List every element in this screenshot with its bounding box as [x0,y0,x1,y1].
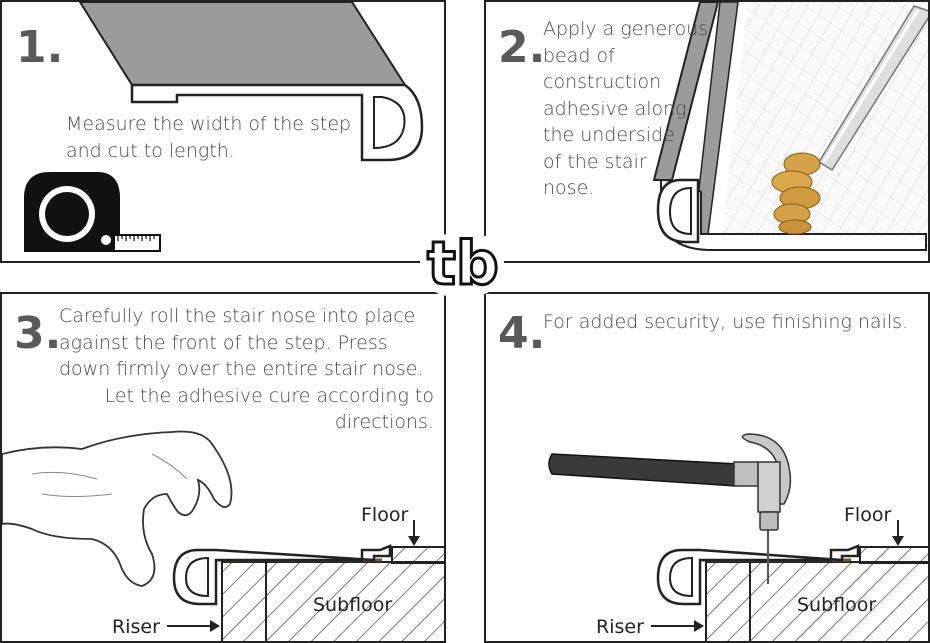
stair-cross-section-drawing [172,544,444,641]
riser-arrow-icon [651,620,704,632]
adhesive-tube-icon [817,5,928,172]
step-4-instructions: For added security, use finishing nails. [543,309,908,336]
riser-label: Riser [596,616,644,638]
riser-label: Riser [112,616,160,638]
step-3-instructions: Carefully roll the stair nose into place… [59,303,434,436]
riser-arrow-icon [167,620,220,632]
step-1-panel: 1. Measure the width of the step and cut… [0,0,446,263]
floor-arrow-icon [892,520,904,546]
instruction-line: Apply a generous [543,18,709,40]
step-number: 1. [16,22,64,73]
instruction-line: directions. [334,411,434,433]
step-3-panel: 3. Carefully roll the stair nose into pl… [0,292,446,643]
hand-icon [2,430,233,587]
instruction-line: adhesive along [543,97,687,120]
adhesive-bead-icon [771,152,821,235]
step-2-instructions: Apply a generous bead of construction ad… [543,16,708,202]
adhesive-application-drawing [652,2,928,251]
tb-logo-icon: tb [420,228,504,301]
instruction-line: the underside [543,124,675,146]
instruction-line: nose. [543,177,595,199]
stair-nose-profile-drawing [78,2,424,162]
instruction-line: construction [543,71,662,93]
instruction-line: bead of [543,44,615,67]
tape-measure-icon [24,172,161,252]
step-number: 4. [498,308,546,359]
instruction-line: down firmly over the entire stair nose. [59,358,424,380]
instruction-line: Measure the width of the step [66,113,352,135]
floor-arrow-icon [408,520,420,546]
instruction-line: of the stair [543,150,647,173]
step-number: 2. [498,22,546,73]
subfloor-label: Subfloor [797,594,877,616]
brand-logo: tb [418,222,506,304]
hammer-icon [548,433,792,531]
step-2-panel: 2. Apply a generous bead of construction… [484,0,930,263]
logo-text: tb [427,229,499,299]
floor-label: Floor [361,504,409,526]
floor-label: Floor [844,504,892,526]
instruction-line: and cut to length. [66,139,235,162]
subfloor-label: Subfloor [313,594,393,616]
step-4-panel: 4. For added security, use finishing nai… [484,292,930,643]
instruction-line: Let the adhesive cure according to [104,384,434,407]
step-1-instructions: Measure the width of the step and cut to… [66,111,351,164]
instruction-line: against the front of the step. Press [59,331,388,354]
step-number: 3. [14,308,62,359]
instruction-line: Carefully roll the stair nose into place [59,305,416,327]
instruction-line: For added security, use finishing nails. [543,311,909,333]
stair-cross-section-drawing [656,544,928,641]
